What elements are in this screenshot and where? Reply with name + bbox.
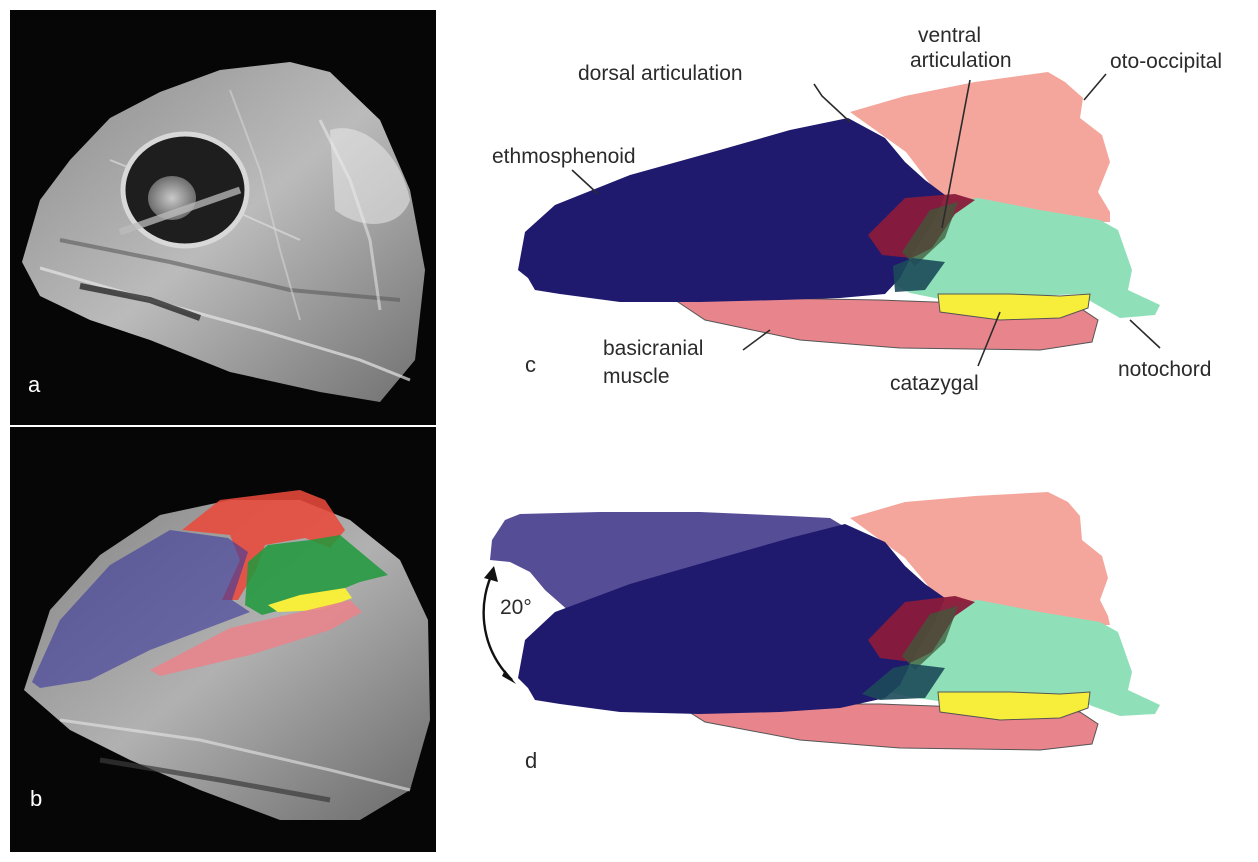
- label-notochord: notochord: [1118, 358, 1211, 381]
- leader-oto-occipital: [1084, 74, 1106, 100]
- label-basicranial-line1: basicranial: [603, 337, 703, 360]
- panel-d-schematic: 20° d: [484, 492, 1160, 773]
- label-ventral-line2: articulation: [910, 49, 1012, 72]
- leader-basicranial-muscle: [743, 330, 770, 350]
- panel-label-c: c: [525, 352, 536, 377]
- panel-b-photo: b: [10, 427, 436, 852]
- arc-arrowhead-bottom: [502, 670, 516, 684]
- label-basicranial-line2: muscle: [603, 365, 670, 388]
- arc-arrowhead-top: [484, 566, 498, 582]
- panel-label-b: b: [30, 786, 42, 811]
- leader-dorsal-articulation: [814, 84, 850, 122]
- label-rotation-angle: 20°: [500, 596, 532, 619]
- panel-label-d: d: [525, 748, 537, 773]
- label-ethmosphenoid: ethmosphenoid: [492, 145, 636, 168]
- label-dorsal-articulation: dorsal articulation: [578, 62, 743, 85]
- rotation-angle-arc: [484, 570, 512, 680]
- panel-c-schematic: dorsal articulation ventral articulation…: [492, 24, 1222, 395]
- panel-label-a: a: [28, 372, 41, 397]
- label-oto-occipital: oto-occipital: [1110, 50, 1222, 73]
- panel-a-photo: a: [10, 10, 436, 425]
- label-catazygal: catazygal: [890, 372, 979, 395]
- leader-ethmosphenoid: [572, 170, 598, 194]
- label-ventral-line1: ventral: [918, 24, 981, 47]
- leader-notochord: [1130, 320, 1160, 348]
